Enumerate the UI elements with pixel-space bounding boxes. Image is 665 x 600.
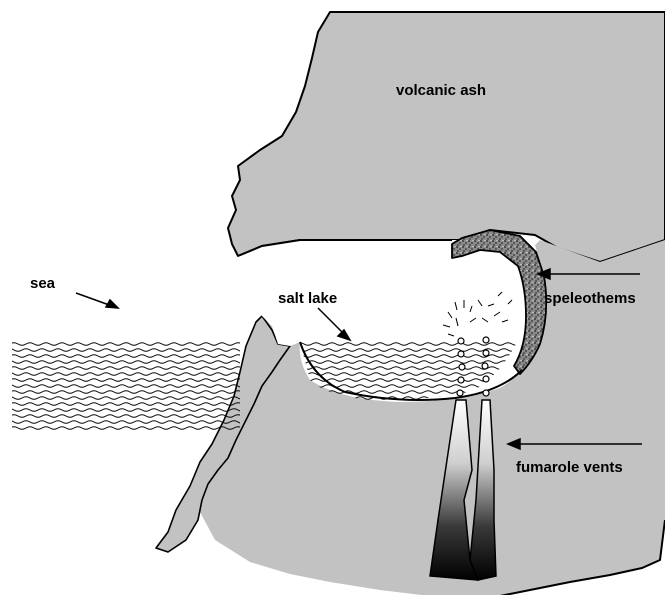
wave-line (10, 415, 250, 418)
wave-line (6, 409, 246, 412)
sea-waves (6, 343, 250, 430)
wave-line (6, 385, 246, 388)
wave-line (6, 397, 246, 400)
wave-line (10, 343, 250, 346)
label-salt-lake: salt lake (278, 290, 337, 307)
wave-line (6, 421, 246, 424)
wave-line (6, 373, 246, 376)
wave-line (6, 349, 246, 352)
label-sea: sea (30, 275, 56, 292)
label-speleothems: speleothems (544, 290, 636, 307)
label-volcanic-ash: volcanic ash (396, 82, 486, 99)
wave-line (10, 355, 250, 358)
label-fumarole-vents: fumarole vents (516, 459, 623, 476)
wave-line (10, 379, 250, 382)
wave-line (6, 361, 246, 364)
wave-line (10, 367, 250, 370)
wave-line (10, 391, 250, 394)
wave-line (10, 403, 250, 406)
wave-line (10, 427, 250, 430)
upper-rock (228, 12, 665, 262)
